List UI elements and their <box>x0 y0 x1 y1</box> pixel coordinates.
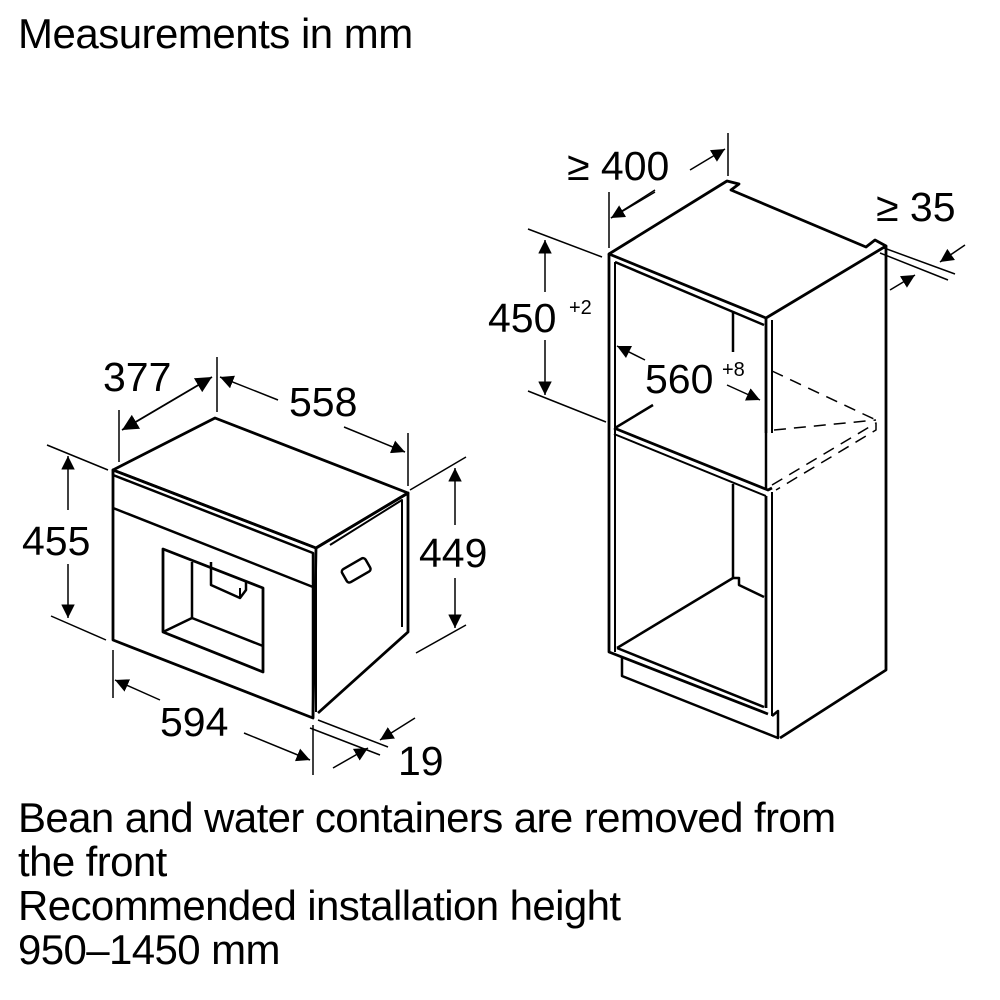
dim-19: 19 <box>398 738 444 784</box>
dim-35: ≥ 35 <box>876 184 956 230</box>
appliance-dimension-lines <box>46 357 467 775</box>
dim-455: 455 <box>22 518 90 564</box>
note-line: the front <box>18 838 167 885</box>
dim-560: 560 <box>645 356 713 402</box>
dim-560-tolerance: +8 <box>722 359 745 381</box>
page-title: Measurements in mm <box>18 10 413 57</box>
note-line: 950–1450 mm <box>18 926 281 973</box>
cabinet-drawing <box>607 179 888 740</box>
installation-notes: Bean and water containers are removed fr… <box>18 796 836 972</box>
dim-558: 558 <box>289 379 357 425</box>
dim-450-tolerance: +2 <box>569 297 592 319</box>
dim-450: 450 <box>488 295 556 341</box>
dim-449: 449 <box>419 530 487 576</box>
dim-400: ≥ 400 <box>567 143 669 189</box>
note-line: Bean and water containers are removed fr… <box>18 794 836 841</box>
dim-594: 594 <box>160 699 228 745</box>
appliance-drawing <box>111 416 410 720</box>
cabinet-dimension-lines <box>527 133 966 423</box>
dim-377: 377 <box>103 354 171 400</box>
note-line: Recommended installation height <box>18 882 621 929</box>
